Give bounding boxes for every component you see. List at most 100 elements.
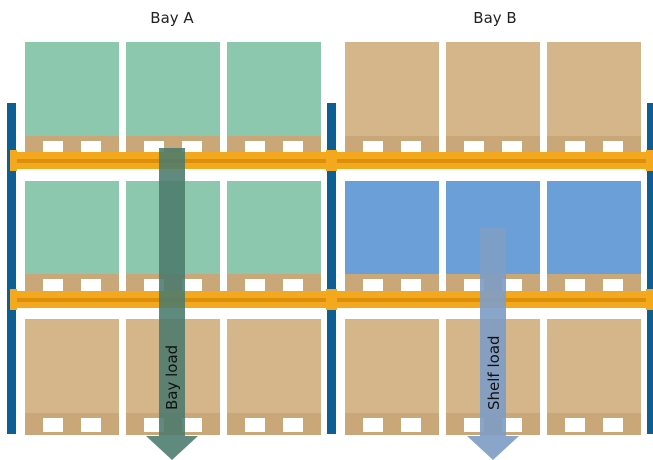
pallet-block [484, 141, 502, 155]
pallet-deck [446, 136, 540, 141]
pallet-block [126, 141, 144, 155]
pallet-block [345, 279, 363, 293]
pallet-block [345, 418, 363, 432]
pallet-deck [547, 136, 641, 141]
pallet-deck [345, 274, 439, 279]
pallet-load [345, 42, 439, 136]
pallet-block [25, 418, 43, 432]
pallet-block [383, 141, 401, 155]
pallet-block [623, 141, 641, 155]
rack-structure [7, 42, 653, 435]
pallet-block [265, 141, 283, 155]
pallet-block [126, 279, 144, 293]
pallet-block [585, 279, 603, 293]
shelf-load-label: Shelf load [485, 335, 503, 410]
pallet-block [303, 279, 321, 293]
pallet-load [446, 42, 540, 136]
pallet-deck [126, 136, 220, 141]
pallet-block [126, 418, 144, 432]
bay-b-title: Bay B [473, 9, 516, 27]
pallet-block [383, 418, 401, 432]
pallet-block [227, 279, 245, 293]
beam-bracket [646, 289, 653, 310]
pallet-block [547, 418, 565, 432]
pallet-load [227, 181, 321, 274]
beam-bracket [330, 150, 337, 171]
bay-a-title: Bay A [150, 9, 194, 27]
pallet-block [345, 141, 363, 155]
pallet-deck [25, 136, 119, 141]
pallet-block [421, 141, 439, 155]
upright-post [647, 103, 653, 434]
upright-post [7, 103, 16, 434]
shelf-load-arrow: Shelf load [467, 228, 519, 460]
shelf-beam-stripe [332, 159, 650, 163]
shelf-load-arrow-shaft [480, 228, 506, 436]
beam-bracket [10, 150, 17, 171]
pallet-block [202, 279, 220, 293]
pallet-block [25, 279, 43, 293]
pallet-load [547, 181, 641, 274]
pallet-base [345, 432, 439, 435]
pallet-block [522, 279, 540, 293]
pallet-load [547, 42, 641, 136]
pallet-load [25, 42, 119, 136]
pallet-load [25, 181, 119, 274]
pallet-base [547, 432, 641, 435]
pallet-block [623, 418, 641, 432]
pallet-deck [25, 413, 119, 418]
pallet-deck [227, 136, 321, 141]
pallet-deck [547, 413, 641, 418]
pallet-block [547, 279, 565, 293]
pallet-deck [345, 136, 439, 141]
bay-load-arrow: Bay load [146, 148, 198, 460]
pallet-block [383, 279, 401, 293]
beam-bracket [646, 150, 653, 171]
pallet-block [63, 418, 81, 432]
pallet-block [303, 141, 321, 155]
pallet-block [446, 418, 464, 432]
pallet-base [227, 432, 321, 435]
pallet-block [421, 279, 439, 293]
pallet-block [101, 279, 119, 293]
pallet-block [265, 279, 283, 293]
pallet-block [202, 141, 220, 155]
pallet-deck [227, 274, 321, 279]
bay-load-arrow-head [146, 436, 198, 460]
pallet-block [25, 141, 43, 155]
pallet-block [63, 141, 81, 155]
pallet-block [101, 141, 119, 155]
pallet-block [547, 141, 565, 155]
pallet-deck [345, 413, 439, 418]
bay-load-label: Bay load [163, 345, 181, 410]
pallet-load [227, 319, 321, 413]
pallet-load [547, 319, 641, 413]
pallet-block [63, 279, 81, 293]
pallet-block [303, 418, 321, 432]
pallet-block [585, 418, 603, 432]
beam-bracket [326, 150, 333, 171]
pallet-deck [547, 274, 641, 279]
pallet-load [25, 319, 119, 413]
upright-post [327, 103, 336, 434]
pallet-block [446, 141, 464, 155]
pallet-block [446, 279, 464, 293]
pallet-load [345, 181, 439, 274]
pallet-load [126, 42, 220, 136]
pallet-load [345, 319, 439, 413]
pallet-block [522, 141, 540, 155]
pallet-block [202, 418, 220, 432]
pallet-block [421, 418, 439, 432]
pallet-block [101, 418, 119, 432]
pallet-block [227, 418, 245, 432]
pallet-block [623, 279, 641, 293]
pallet-base [25, 432, 119, 435]
beam-bracket [326, 289, 333, 310]
beam-bracket [330, 289, 337, 310]
pallet-block [227, 141, 245, 155]
pallet-block [585, 141, 603, 155]
bay-load-arrow-shaft [159, 148, 185, 436]
pallet-deck [227, 413, 321, 418]
beam-bracket [10, 289, 17, 310]
